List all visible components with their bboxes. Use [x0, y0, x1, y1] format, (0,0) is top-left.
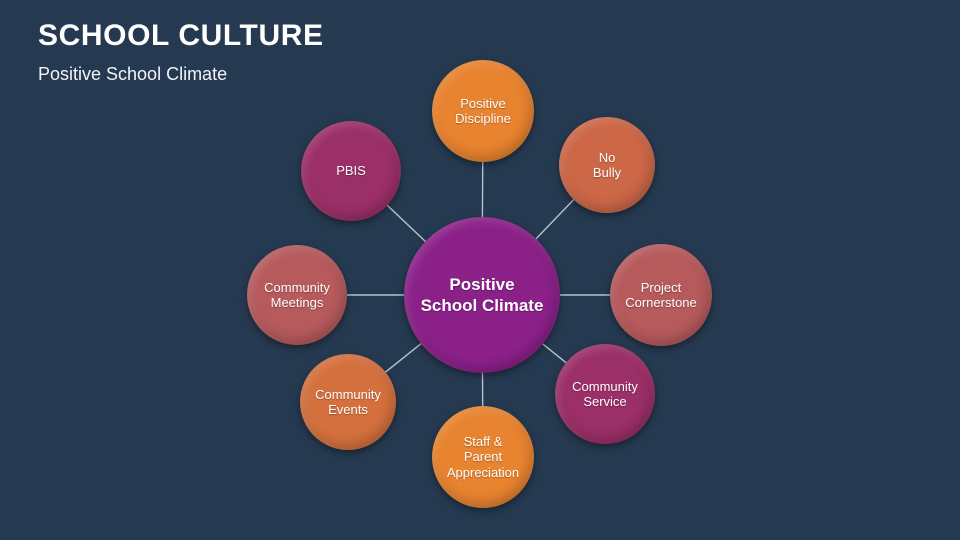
node-pbis[interactable]: PBIS [301, 121, 401, 221]
connector-pbis [385, 203, 428, 244]
node-pbis-label: PBIS [336, 163, 366, 179]
slide-header: SCHOOL CULTURE Positive School Climate [38, 18, 638, 86]
connector-no-bully [534, 197, 576, 241]
connector-community-service [540, 342, 569, 365]
connector-community-events [383, 341, 424, 374]
page-subtitle: Positive School Climate [38, 64, 228, 84]
page-title: SCHOOL CULTURE [38, 19, 324, 52]
